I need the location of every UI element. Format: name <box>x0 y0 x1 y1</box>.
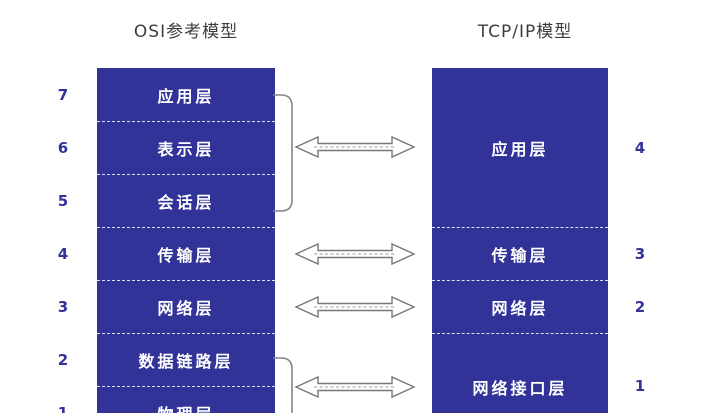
tcpip-layer-network-interface: 网络接口层 <box>432 333 608 413</box>
osi-model-title: OSI参考模型 <box>133 22 239 42</box>
osi-layer-datalink: 数据链路层 <box>97 333 275 386</box>
osi-layer-number-7: 7 <box>57 85 69 104</box>
double-arrow-network <box>294 295 416 319</box>
tcpip-layer-stack: 应用层 传输层 网络层 网络接口层 <box>432 68 608 413</box>
double-arrow-network-interface <box>294 375 416 399</box>
osi-layer-number-1: 1 <box>57 403 69 413</box>
bracket-osi-upper-layers <box>273 94 293 212</box>
double-arrow-transport <box>294 242 416 266</box>
osi-layer-number-2: 2 <box>57 350 69 369</box>
osi-layer-transport: 传输层 <box>97 227 275 280</box>
osi-layer-number-5: 5 <box>57 191 69 210</box>
tcpip-layer-number-3: 3 <box>634 244 646 263</box>
osi-layer-physical: 物理层 <box>97 386 275 413</box>
osi-layer-number-6: 6 <box>57 138 69 157</box>
tcpip-layer-application: 应用层 <box>432 68 608 227</box>
tcpip-layer-transport: 传输层 <box>432 227 608 280</box>
osi-layer-presentation: 表示层 <box>97 121 275 174</box>
tcpip-model-title: TCP/IP模型 <box>477 22 573 42</box>
osi-layer-application: 应用层 <box>97 68 275 121</box>
osi-layer-number-4: 4 <box>57 244 69 263</box>
tcpip-layer-number-4: 4 <box>634 138 646 157</box>
double-arrow-application <box>294 135 416 159</box>
osi-layer-session: 会话层 <box>97 174 275 227</box>
tcpip-layer-number-2: 2 <box>634 297 646 316</box>
bracket-osi-lower-layers <box>273 357 293 413</box>
tcpip-layer-network: 网络层 <box>432 280 608 333</box>
osi-layer-number-3: 3 <box>57 297 69 316</box>
tcpip-layer-number-1: 1 <box>634 377 646 395</box>
osi-layer-network: 网络层 <box>97 280 275 333</box>
osi-layer-stack: 应用层 表示层 会话层 传输层 网络层 数据链路层 物理层 <box>97 68 275 413</box>
